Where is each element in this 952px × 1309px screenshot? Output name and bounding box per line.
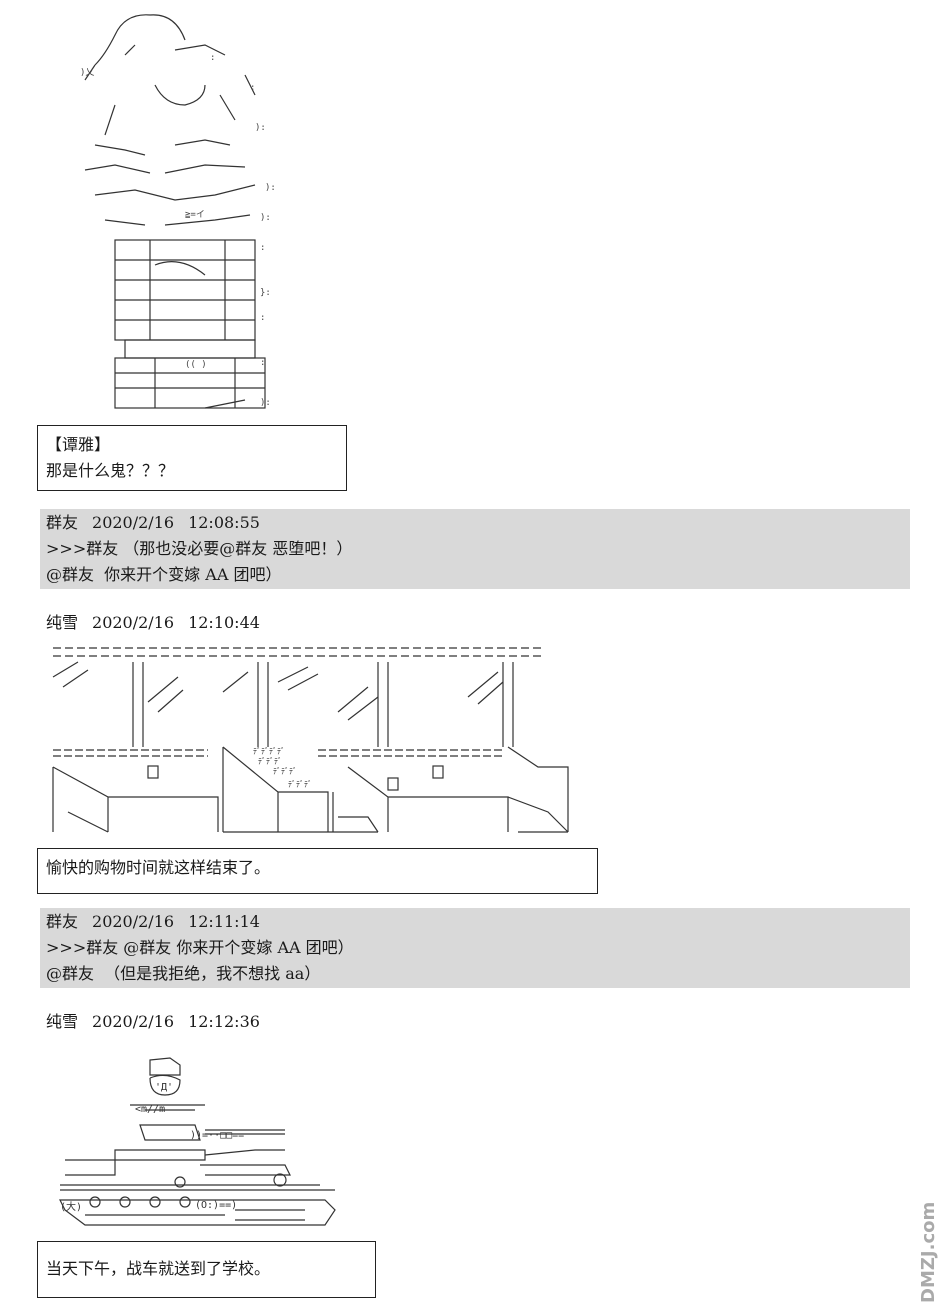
- post-date: 2020/2/16: [92, 1012, 175, 1031]
- speech-box-tanya: 【谭雅】 那是什么鬼？？？: [37, 425, 347, 491]
- post-body-line: >>>群友 @群友 你来开个变嫁 AA 团吧）: [46, 938, 354, 957]
- svg-text::: :: [250, 83, 255, 93]
- svg-text::: :: [260, 358, 265, 368]
- svg-text:<m//m: <m//m: [135, 1104, 165, 1115]
- speech-text: 那是什么鬼？？？: [46, 461, 175, 480]
- shop-interior-ascii-art: ﾃﾞﾃﾞﾃﾞﾃﾞ ﾃﾞﾃﾞﾃﾞ ﾃﾞﾃﾞﾃﾞ ﾃﾞﾃﾞﾃﾞ: [52, 647, 569, 833]
- svg-text::: :: [260, 313, 265, 323]
- tank-label: (大): [60, 1200, 82, 1213]
- post-time: 12:11:14: [188, 912, 260, 931]
- svg-text::: :: [210, 53, 215, 63]
- svg-text:)乂: )乂: [80, 68, 94, 78]
- forum-post: 纯雪 2020/2/16 12:10:44: [40, 609, 910, 637]
- forum-post: 纯雪 2020/2/16 12:12:36: [40, 1008, 910, 1036]
- speaker-name: 【谭雅】: [46, 435, 111, 454]
- post-header: 群友 2020/2/16 12:11:14: [46, 909, 904, 935]
- post-body-line: >>>群友 （那也没必要@群友 恶堕吧！）: [46, 539, 353, 558]
- post-date: 2020/2/16: [92, 912, 175, 931]
- svg-text:ﾃﾞﾃﾞﾃﾞ: ﾃﾞﾃﾞﾃﾞ: [258, 757, 282, 766]
- svg-text:):: ):: [255, 123, 266, 133]
- svg-text:}:: }:: [260, 288, 271, 298]
- forum-post: 群友 2020/2/16 12:11:14 >>>群友 @群友 你来开个变嫁 AA …: [40, 908, 910, 988]
- post-username: 群友: [46, 912, 79, 931]
- post-time: 12:08:55: [188, 513, 260, 532]
- svg-text:ﾃﾞﾃﾞﾃﾞﾃﾞ: ﾃﾞﾃﾞﾃﾞﾃﾞ: [253, 747, 285, 756]
- post-username: 群友: [46, 513, 79, 532]
- post-date: 2020/2/16: [92, 613, 175, 632]
- post-username: 纯雪: [46, 1012, 79, 1031]
- post-header: 纯雪 2020/2/16 12:10:44: [46, 610, 904, 636]
- svg-text:(( ): (( ): [185, 360, 207, 370]
- svg-text:DMZJ.com: DMZJ.com: [918, 1202, 939, 1303]
- svg-text:):: ):: [265, 183, 276, 193]
- svg-text:(O:)==): (O:)==): [195, 1200, 237, 1211]
- svg-text::: :: [260, 243, 265, 253]
- post-time: 12:10:44: [188, 613, 260, 632]
- character-ascii-art: )乂 : : ): ): ): ≧=イ : }: : (( ) : ):: [80, 14, 276, 409]
- svg-text:):: ):: [260, 398, 271, 408]
- tank-ascii-art: 'Д' <m//m ))=··□□== (O:)==) (大): [59, 1057, 336, 1226]
- svg-text:ﾃﾞﾃﾞﾃﾞ: ﾃﾞﾃﾞﾃﾞ: [273, 767, 297, 776]
- svg-text:):: ):: [260, 213, 271, 223]
- dmzj-watermark-logo: DMZJ.com: [918, 1202, 939, 1303]
- narration-box: 愉快的购物时间就这样结束了。: [37, 848, 598, 894]
- narration-text: 当天下午，战车就送到了学校。: [46, 1259, 271, 1278]
- post-header: 群友 2020/2/16 12:08:55: [46, 510, 904, 536]
- svg-text:'Д': 'Д': [155, 1082, 173, 1093]
- post-header: 纯雪 2020/2/16 12:12:36: [46, 1009, 904, 1035]
- post-body-line: @群友 （但是我拒绝，我不想找 aa）: [46, 964, 321, 983]
- narration-box: 当天下午，战车就送到了学校。: [37, 1241, 376, 1298]
- post-body-line: @群友 你来开个变嫁 AA 团吧）: [46, 565, 282, 584]
- narration-text: 愉快的购物时间就这样结束了。: [46, 858, 271, 877]
- svg-text:≧=イ: ≧=イ: [185, 210, 205, 220]
- svg-text:))=··□□==: ))=··□□==: [190, 1130, 244, 1141]
- forum-post: 群友 2020/2/16 12:08:55 >>>群友 （那也没必要@群友 恶堕吧！…: [40, 509, 910, 589]
- post-date: 2020/2/16: [92, 513, 175, 532]
- post-username: 纯雪: [46, 613, 79, 632]
- post-time: 12:12:36: [188, 1012, 260, 1031]
- svg-text:ﾃﾞﾃﾞﾃﾞ: ﾃﾞﾃﾞﾃﾞ: [288, 780, 312, 789]
